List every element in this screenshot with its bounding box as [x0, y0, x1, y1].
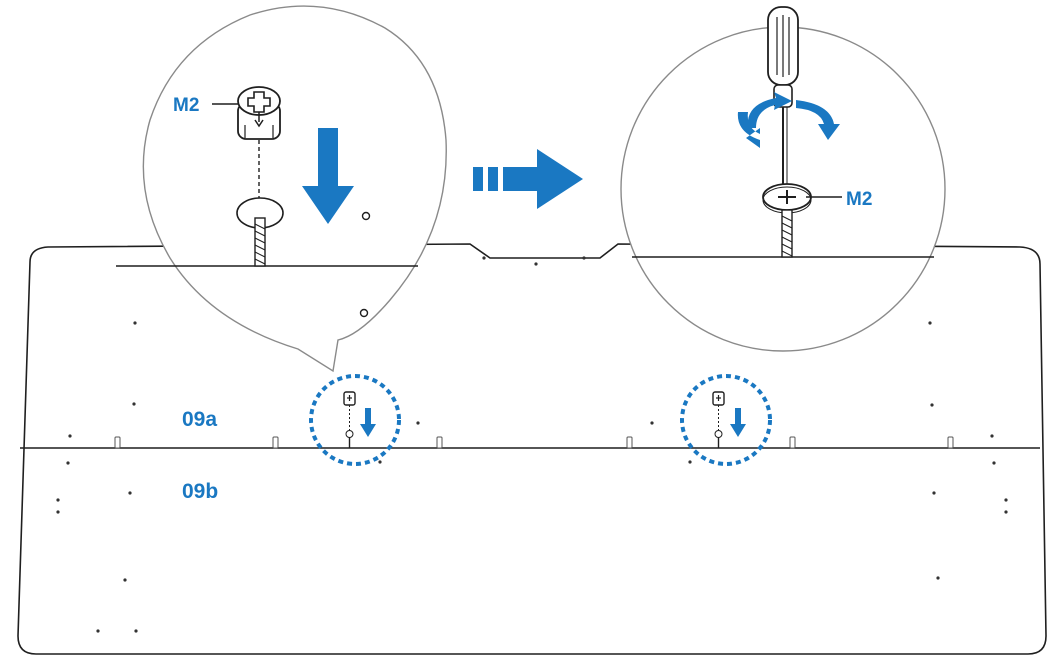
hole	[650, 421, 654, 425]
panel-label-09b: 09b	[182, 480, 218, 503]
zoom-bubble-left: M2	[116, 5, 447, 373]
hole	[992, 461, 996, 465]
hole	[132, 402, 136, 406]
hole	[482, 256, 486, 260]
cam-lock-small	[343, 391, 356, 448]
hole	[56, 510, 60, 514]
hole	[66, 461, 70, 465]
fastener-label-left: M2	[173, 95, 199, 116]
bubble-outline	[142, 5, 447, 373]
hole	[930, 403, 934, 407]
highlight-circle	[680, 374, 772, 466]
hole	[1004, 510, 1008, 514]
arrow-down-icon	[302, 128, 354, 224]
hole	[932, 491, 936, 495]
rotate-icon	[747, 92, 792, 128]
arrow-right-icon	[503, 149, 583, 209]
hole	[134, 629, 138, 633]
dowel-pin	[789, 436, 796, 449]
zoom-bubble-right: M2	[620, 6, 946, 352]
hole	[123, 578, 127, 582]
threaded-dowel	[254, 217, 266, 267]
dowel-pin	[272, 436, 279, 449]
hole	[990, 434, 994, 438]
dowel-pin	[436, 436, 443, 449]
hole	[96, 629, 100, 633]
fastener-label-right: M2	[846, 189, 872, 210]
hole	[361, 211, 371, 221]
rotate-icon	[737, 112, 760, 148]
hole	[928, 321, 932, 325]
hole	[688, 460, 692, 464]
dowel-pin	[947, 436, 954, 449]
holes	[56, 256, 1008, 633]
highlight-right	[680, 374, 772, 466]
highlight-left	[309, 374, 401, 466]
highlight-circle	[309, 374, 401, 466]
panel-label-09a: 09a	[182, 408, 217, 431]
threaded-dowel	[781, 209, 793, 258]
dowel-pin	[114, 436, 121, 449]
hole	[128, 491, 132, 495]
hole	[582, 256, 586, 260]
step-arrow-bar	[488, 167, 498, 191]
arrow-down-icon	[730, 408, 746, 437]
hole	[534, 262, 538, 266]
cam-lock-fitting	[237, 86, 281, 140]
hole	[56, 498, 60, 502]
arrow-down-icon	[360, 408, 376, 437]
dowel-pin	[626, 436, 633, 449]
hole	[1004, 498, 1008, 502]
cam-lock-small	[712, 391, 725, 448]
hole	[378, 460, 382, 464]
rotate-icon	[796, 100, 840, 140]
hole	[936, 576, 940, 580]
step-arrow	[473, 149, 583, 209]
hole	[68, 434, 72, 438]
hole	[416, 421, 420, 425]
hole	[359, 308, 369, 318]
step-arrow-bar	[473, 167, 483, 191]
hole	[133, 321, 137, 325]
dowel-pins	[114, 436, 954, 449]
